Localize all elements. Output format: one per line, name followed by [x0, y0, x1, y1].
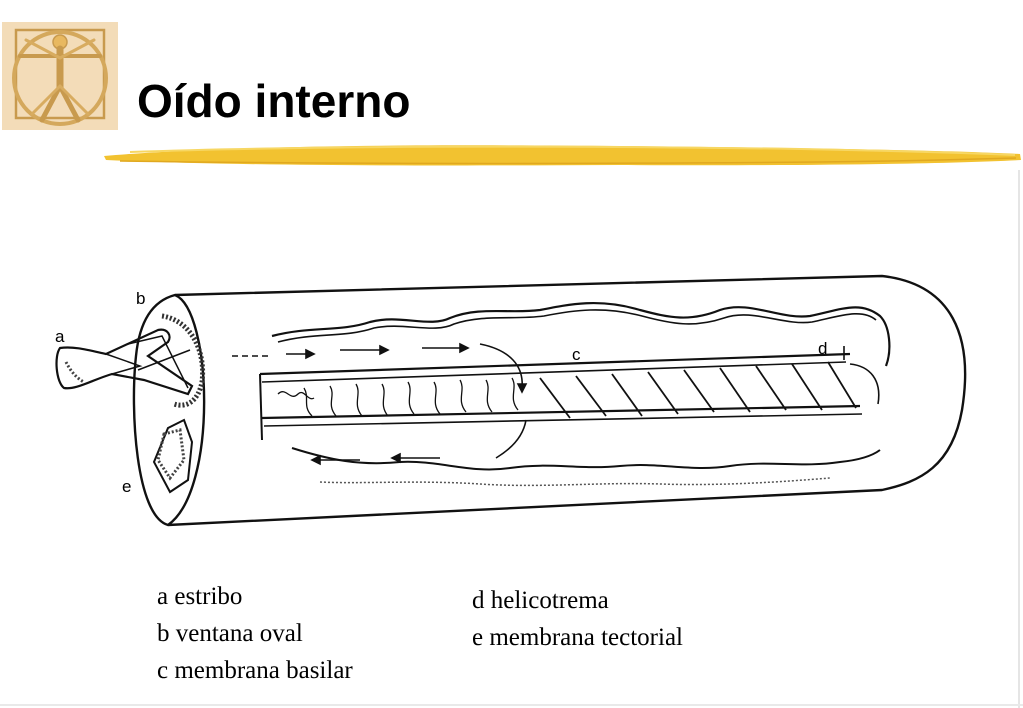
- label-a: a: [55, 327, 65, 346]
- legend-item: e membrana tectorial: [472, 624, 683, 651]
- diagonal-hatch: [539, 361, 857, 419]
- vitruvian-logo-icon: [2, 22, 118, 130]
- label-c: c: [572, 345, 581, 364]
- legend-item: a estribo: [157, 583, 243, 610]
- cochlea-diagram: b a c d e: [55, 274, 967, 527]
- helicotrema: [843, 346, 880, 405]
- title-underline: [104, 145, 1021, 166]
- oval-window: [161, 313, 206, 408]
- legend-item: d helicotrema: [472, 587, 609, 614]
- legend-left: a estribo b ventana oval c membrana basi…: [157, 578, 353, 689]
- slide-bottom-edge: [0, 704, 1023, 706]
- label-e: e: [122, 477, 131, 496]
- slide-edge: [1018, 170, 1020, 708]
- label-d: d: [818, 339, 827, 358]
- legend-right: d helicotrema e membrana tectorial: [472, 582, 683, 656]
- legend-item: b ventana oval: [157, 620, 303, 647]
- outer-tube: [132, 274, 967, 527]
- wave-hatch: [277, 377, 519, 417]
- basilar-membrane-top: [259, 352, 851, 376]
- page-title: Oído interno: [137, 75, 411, 127]
- end-cap: [167, 293, 206, 526]
- stapes: [55, 328, 194, 396]
- lower-duct: [291, 447, 881, 471]
- upper-duct: [271, 302, 891, 367]
- label-b: b: [136, 289, 145, 308]
- legend-item: c membrana basilar: [157, 657, 353, 684]
- round-window: [152, 418, 194, 494]
- flow-arrows: [232, 342, 528, 466]
